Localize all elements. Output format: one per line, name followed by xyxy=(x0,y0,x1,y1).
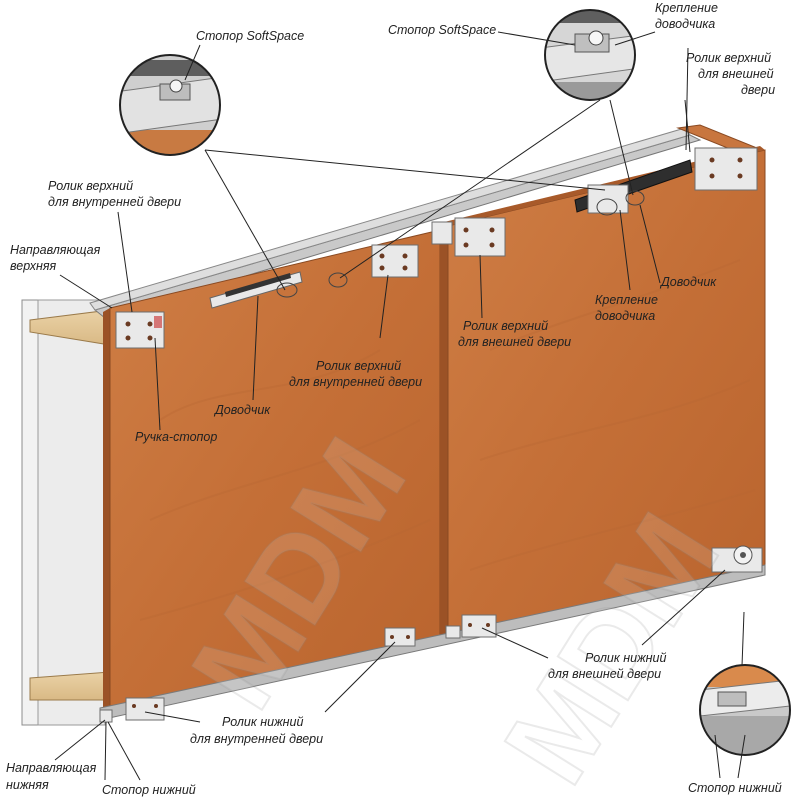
label-roller-top-inner-left-2: для внутренней двери xyxy=(48,195,181,209)
cabinet-left-side xyxy=(21,299,106,726)
roller-bottom-outer-right-icon xyxy=(711,545,763,573)
label-roller-top-outer-center-2: для внешней двери xyxy=(458,335,571,349)
label-stopper-softspace-left: Стопор SoftSpace xyxy=(196,29,304,43)
label-closer-mount-mid-2: доводчика xyxy=(595,309,655,323)
roller-top-outer-center-icon xyxy=(431,217,506,257)
roller-bottom-outer-icon xyxy=(445,614,497,639)
label-roller-top-inner-center-2: для внутренней двери xyxy=(289,375,422,389)
label-roller-bottom-inner: Ролик нижний xyxy=(222,715,304,729)
stopper-bottom-left-icon xyxy=(99,709,113,723)
label-closer-right: Доводчик xyxy=(659,275,717,289)
magnifier-callout-bottom-right-icon xyxy=(699,664,791,756)
label-roller-top-outer-right-3: двери xyxy=(741,83,775,97)
label-roller-top-outer-center: Ролик верхний xyxy=(463,319,548,333)
label-roller-bottom-outer: Ролик нижний xyxy=(585,651,667,665)
closer-left-icon xyxy=(209,271,348,309)
roller-top-inner-center-icon xyxy=(371,244,419,278)
magnifier-callout-top-left-icon xyxy=(119,54,221,156)
inner-door xyxy=(103,229,441,712)
closer-right-icon xyxy=(574,159,693,216)
labels: Стопор SoftSpace Стопор SoftSpace Крепле… xyxy=(6,1,782,797)
label-stopper-bottom-right: Стопор нижний xyxy=(688,781,782,795)
roller-top-inner-left-icon xyxy=(115,311,165,349)
label-stopper-softspace-right: Стопор SoftSpace xyxy=(388,23,496,37)
label-closer-left: Доводчик xyxy=(213,403,271,417)
label-guide-bottom: Направляющая xyxy=(6,761,97,775)
label-roller-top-inner-left: Ролик верхний xyxy=(48,179,133,193)
roller-bottom-inner-icon xyxy=(125,697,165,721)
leader-lines xyxy=(54,31,746,781)
label-closer-mount-mid: Крепление xyxy=(595,293,658,307)
label-stopper-bottom-left: Стопор нижний xyxy=(102,783,196,797)
top-guide-rail xyxy=(89,127,702,319)
label-closer-mount-top: Крепление xyxy=(655,1,718,15)
magnifier-callout-top-right-icon xyxy=(544,9,636,101)
roller-bottom-inner-right-icon xyxy=(384,627,416,647)
label-roller-top-outer-right-2: для внешней xyxy=(698,67,774,81)
label-guide-top: Направляющая xyxy=(10,243,101,257)
label-roller-bottom-outer-2: для внешней двери xyxy=(548,667,661,681)
roller-top-outer-right-icon xyxy=(694,147,758,191)
label-roller-top-outer-right: Ролик верхний xyxy=(686,51,771,65)
label-roller-bottom-inner-2: для внутренней двери xyxy=(190,732,323,746)
label-closer-mount-top-2: доводчика xyxy=(655,17,715,31)
label-handle-stopper: Ручка-стопор xyxy=(135,430,217,444)
label-guide-bottom-2: нижняя xyxy=(6,778,49,792)
label-roller-top-inner-center: Ролик верхний xyxy=(316,359,401,373)
label-guide-top-2: верхняя xyxy=(10,259,57,273)
